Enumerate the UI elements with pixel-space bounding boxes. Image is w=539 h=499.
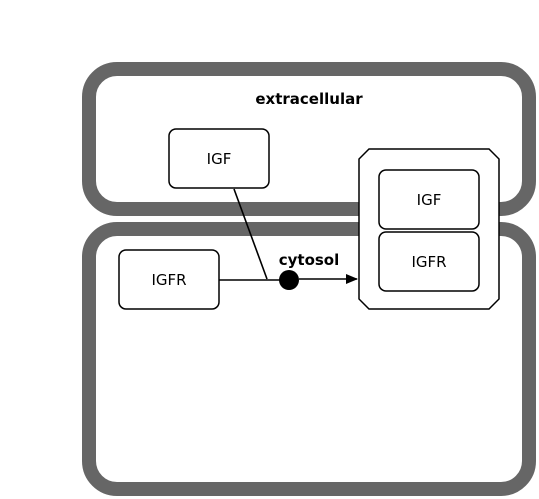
complex-member-igfr[interactable] — [378, 231, 480, 292]
complex-member-igfr-label: IGFR — [411, 253, 446, 271]
complex-member-igf[interactable] — [378, 169, 480, 230]
node-igfr-label: IGFR — [151, 271, 186, 289]
complex-member-igf-label: IGF — [417, 191, 442, 209]
compartment-label-cytosol: cytosol — [279, 251, 340, 269]
node-igf[interactable] — [168, 128, 270, 189]
node-igfr[interactable] — [118, 249, 220, 310]
association-node[interactable] — [279, 270, 299, 290]
node-igf-label: IGF — [207, 150, 232, 168]
compartment-label-extracellular: extracellular — [255, 90, 363, 108]
edge-igf-to-process — [233, 188, 268, 280]
